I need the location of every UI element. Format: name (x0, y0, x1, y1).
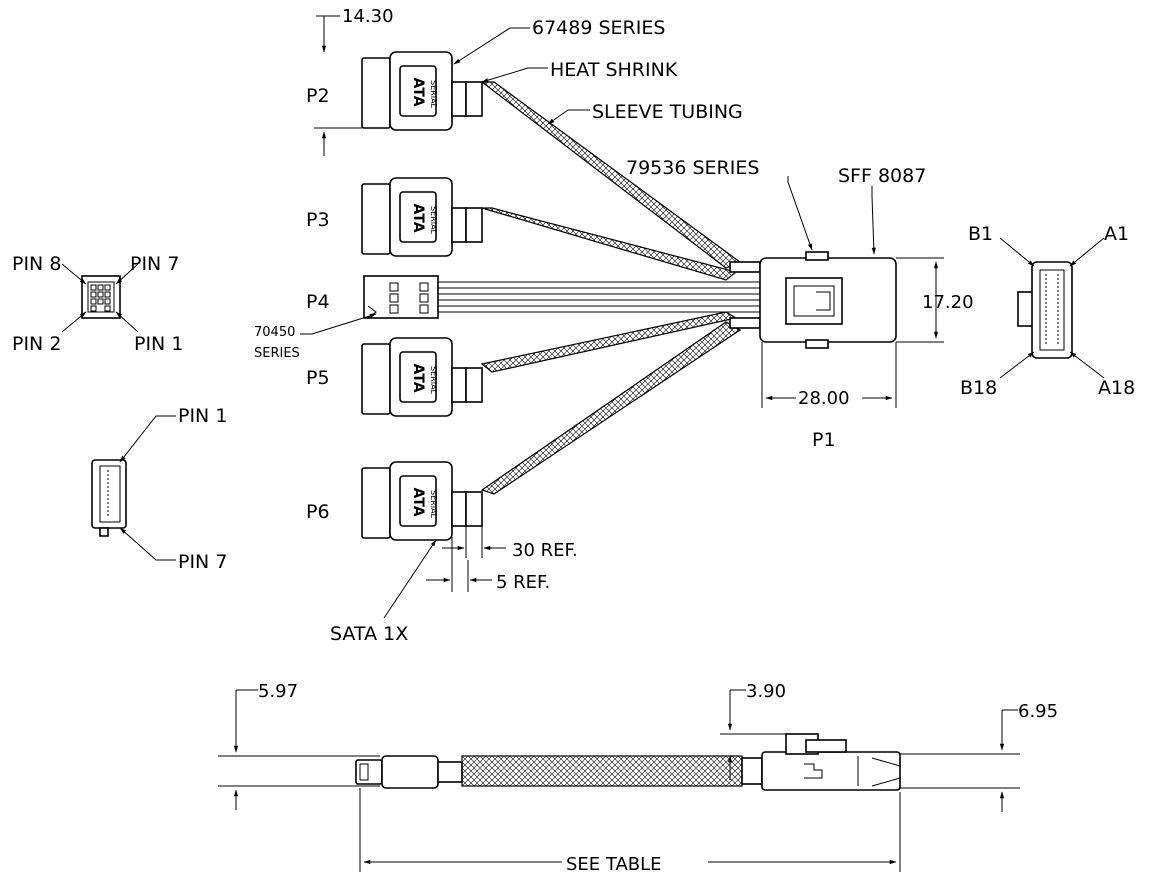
a18-label: A18 (1098, 377, 1135, 399)
sata-logo-ata: ATA (410, 363, 426, 392)
pin7-label: PIN 7 (130, 253, 179, 275)
dim-28-00-label: 28.00 (798, 388, 850, 409)
label-p4: P4 (306, 291, 330, 313)
label-p2: P2 (306, 85, 330, 107)
b18-label: B18 (960, 377, 997, 399)
sata-logo-serial: SERIAL (429, 490, 438, 519)
dimension-3-90: 3.90 (720, 681, 790, 780)
connector-p1-sff8087 (759, 251, 897, 349)
dimension-5-97: 5.97 (233, 681, 298, 810)
svg-text:SERIES: SERIES (254, 346, 300, 361)
callout-79536-series: 79536 SERIES (626, 157, 813, 251)
label-p1: P1 (812, 429, 836, 451)
callout-sleeve-tubing: SLEEVE TUBING (547, 101, 743, 125)
dimension-28-00: 28.00 (761, 342, 897, 409)
svg-text:14.30: 14.30 (342, 6, 394, 27)
callout-70450-series: 70450 SERIES (254, 313, 377, 361)
dimension-5-ref: 5 REF. (426, 520, 550, 593)
see-table-label: SEE TABLE (566, 854, 662, 875)
sata-connector-p5: SERIAL ATA (361, 337, 483, 417)
svg-text:70450: 70450 (254, 325, 295, 340)
svg-text:79536 SERIES: 79536 SERIES (626, 157, 759, 179)
callout-heat-shrink: HEAT SHRINK (481, 59, 678, 83)
sata-logo-serial: SERIAL (429, 206, 438, 235)
label-p5: P5 (306, 367, 330, 389)
svg-text:67489 SERIES: 67489 SERIES (532, 17, 665, 39)
svg-text:5 REF.: 5 REF. (496, 572, 550, 593)
svg-text:SATA 1X: SATA 1X (330, 623, 408, 645)
callout-sff-8087: SFF 8087 (838, 165, 926, 255)
sata-logo-serial: SERIAL (429, 80, 438, 109)
svg-text:5.97: 5.97 (258, 681, 298, 702)
connector-p4-70450 (363, 275, 439, 319)
dimension-6-95: 6.95 (999, 701, 1058, 812)
sleeve-tube-p6 (480, 321, 742, 495)
dimension-17-20: 17.20 (896, 257, 974, 343)
pin1-label: PIN 1 (134, 333, 183, 355)
pin-view-sff8087: B1 A1 B18 A18 (960, 223, 1135, 399)
dimension-see-table: SEE TABLE (359, 788, 901, 875)
label-p6: P6 (306, 501, 330, 523)
dimension-30-ref: 30 REF. (442, 520, 578, 561)
svg-text:6.95: 6.95 (1018, 701, 1058, 722)
a1-label: A1 (1104, 223, 1129, 245)
sata-pin1-label: PIN 1 (178, 405, 227, 427)
callout-sata-1x: SATA 1X (330, 539, 437, 645)
pin2-label: PIN 2 (12, 333, 61, 355)
sata-connector-p3: SERIAL ATA (361, 177, 483, 257)
p4-wires (438, 281, 760, 313)
svg-text:SFF 8087: SFF 8087 (838, 165, 926, 187)
sata-pin7-label: PIN 7 (178, 551, 227, 573)
dimension-14-30: 14.30 (314, 6, 394, 156)
svg-text:SLEEVE TUBING: SLEEVE TUBING (592, 101, 743, 123)
callout-67489-series: 67489 SERIES (453, 17, 665, 65)
svg-text:30 REF.: 30 REF. (512, 540, 578, 561)
svg-text:3.90: 3.90 (746, 681, 786, 702)
sata-logo-ata: ATA (410, 203, 426, 232)
sata-logo-ata: ATA (410, 487, 426, 516)
sata-connector-p2: SERIAL ATA (361, 51, 483, 131)
sata-connector-p6: SERIAL ATA (361, 461, 483, 541)
pin-view-8pin: PIN 8 PIN 7 PIN 2 PIN 1 (12, 253, 183, 355)
label-p3: P3 (306, 209, 330, 231)
sata-logo-serial: SERIAL (429, 366, 438, 395)
pin8-label: PIN 8 (12, 253, 61, 275)
svg-text:HEAT SHRINK: HEAT SHRINK (550, 59, 678, 81)
pin-view-sata: PIN 1 PIN 7 (91, 405, 227, 573)
dim-17-20-label: 17.20 (922, 292, 974, 313)
sata-logo-ata: ATA (410, 77, 426, 106)
sleeve-tubing-group (438, 81, 761, 495)
b1-label: B1 (968, 223, 993, 245)
side-view-assembly (218, 733, 1020, 791)
